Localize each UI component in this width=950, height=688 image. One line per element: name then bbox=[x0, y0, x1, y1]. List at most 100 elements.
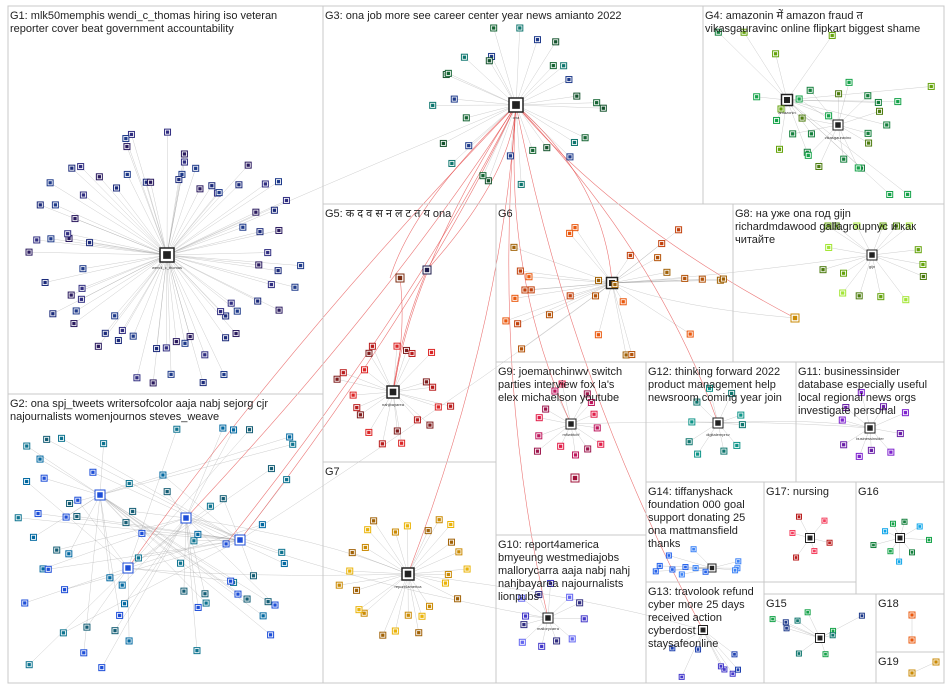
vertex-node bbox=[892, 222, 900, 230]
vertex-node bbox=[819, 266, 827, 274]
group-label-g4: G4: amazonin में amazon fraud त bbox=[705, 9, 863, 22]
edge bbox=[48, 539, 241, 570]
edge bbox=[166, 254, 301, 266]
vertex-node bbox=[415, 629, 423, 637]
vertex-node bbox=[825, 243, 833, 251]
group-label-g4: vikasgauravinc online flipkart biggest s… bbox=[705, 23, 920, 35]
edge bbox=[611, 254, 873, 284]
edge bbox=[68, 494, 101, 554]
vertex-node bbox=[490, 24, 498, 32]
edge-layer bbox=[18, 27, 937, 677]
edge bbox=[166, 165, 249, 256]
edge bbox=[166, 254, 177, 342]
edge bbox=[74, 218, 168, 256]
hub-node bbox=[508, 97, 524, 113]
edge bbox=[124, 517, 187, 604]
edge bbox=[524, 282, 613, 291]
edge bbox=[611, 282, 691, 335]
vertex-node bbox=[80, 649, 88, 657]
group-label-g14: G14: tiffanyshack bbox=[648, 486, 733, 498]
edge bbox=[611, 229, 679, 284]
vertex-node bbox=[202, 599, 210, 607]
edge bbox=[46, 439, 241, 541]
edge bbox=[24, 567, 129, 604]
edge bbox=[837, 82, 850, 126]
vertex-node bbox=[219, 424, 227, 432]
vertex-node bbox=[525, 273, 533, 281]
group-label-g7: G7 bbox=[325, 466, 340, 478]
highlight-edge bbox=[392, 277, 403, 393]
edge bbox=[611, 257, 658, 284]
edge bbox=[52, 254, 168, 314]
edge bbox=[99, 176, 168, 256]
vertex-node bbox=[776, 145, 784, 153]
edge bbox=[99, 494, 120, 616]
vertex-node bbox=[391, 627, 399, 635]
vertex-node bbox=[889, 520, 896, 527]
vertex-node bbox=[663, 268, 671, 276]
group-label-g13: G13: travolook refund bbox=[648, 586, 754, 598]
group-label-g13: cyberdost bbox=[648, 625, 696, 637]
vertex-node bbox=[529, 146, 537, 154]
vertex-node bbox=[255, 261, 263, 269]
edge bbox=[166, 254, 206, 355]
edge bbox=[871, 254, 882, 297]
group-box-g2 bbox=[7, 393, 324, 684]
group-label-g10: nahjbayarea najournalists bbox=[498, 578, 624, 590]
vertex-node bbox=[874, 98, 882, 106]
edge bbox=[166, 254, 280, 311]
vertex-node bbox=[429, 383, 437, 391]
vertex-node bbox=[422, 265, 432, 275]
vertex-node bbox=[527, 286, 535, 294]
edge bbox=[775, 53, 788, 101]
hub-label: nahjbayarea bbox=[382, 402, 405, 407]
vertex-node bbox=[566, 292, 574, 300]
vertex-node bbox=[434, 403, 442, 411]
vertex-node bbox=[692, 565, 699, 572]
vertex-node bbox=[89, 468, 97, 476]
vertex-node bbox=[134, 554, 142, 562]
edge bbox=[73, 254, 168, 324]
vertex-node bbox=[688, 418, 696, 426]
vertex-node bbox=[597, 440, 605, 448]
edge bbox=[193, 539, 241, 542]
vertex-node bbox=[393, 342, 401, 350]
vertex-node bbox=[455, 548, 463, 556]
vertex-node bbox=[194, 530, 202, 538]
vertex-node bbox=[164, 128, 172, 136]
vertex-node bbox=[335, 581, 343, 589]
vertex-node bbox=[192, 164, 200, 172]
edge bbox=[64, 539, 241, 590]
edge bbox=[818, 124, 839, 167]
vertex-node bbox=[450, 95, 458, 103]
vertex-node bbox=[731, 651, 738, 658]
vertex-node bbox=[783, 625, 790, 632]
vertex-node bbox=[729, 670, 736, 677]
vertex-node bbox=[876, 107, 884, 115]
vertex-node bbox=[795, 95, 803, 103]
edge bbox=[18, 517, 241, 541]
vertex-node bbox=[573, 92, 581, 100]
vertex-node bbox=[129, 507, 137, 515]
edge bbox=[185, 429, 234, 519]
vertex-node bbox=[365, 349, 373, 357]
vertex-node bbox=[584, 445, 592, 453]
vertex-node bbox=[535, 591, 543, 599]
highlight-edge bbox=[407, 104, 517, 575]
vertex-node bbox=[777, 105, 785, 113]
vertex-node bbox=[879, 222, 887, 230]
vertex-node bbox=[896, 558, 903, 565]
edge bbox=[517, 282, 613, 324]
hub-node bbox=[780, 93, 794, 107]
vertex-node bbox=[122, 135, 130, 143]
vertex-node bbox=[227, 299, 235, 307]
group-label-g5: G5: क द व स न ल ट त य ona bbox=[325, 208, 452, 220]
vertex-node bbox=[904, 190, 912, 198]
vertex-node bbox=[782, 619, 789, 626]
group-label-g9: elex michaelson youtube bbox=[498, 392, 619, 404]
vertex-node bbox=[511, 294, 519, 302]
vertex-node bbox=[379, 631, 387, 639]
vertex-node bbox=[79, 265, 87, 273]
vertex-node bbox=[64, 230, 72, 238]
vertex-node bbox=[346, 567, 354, 575]
